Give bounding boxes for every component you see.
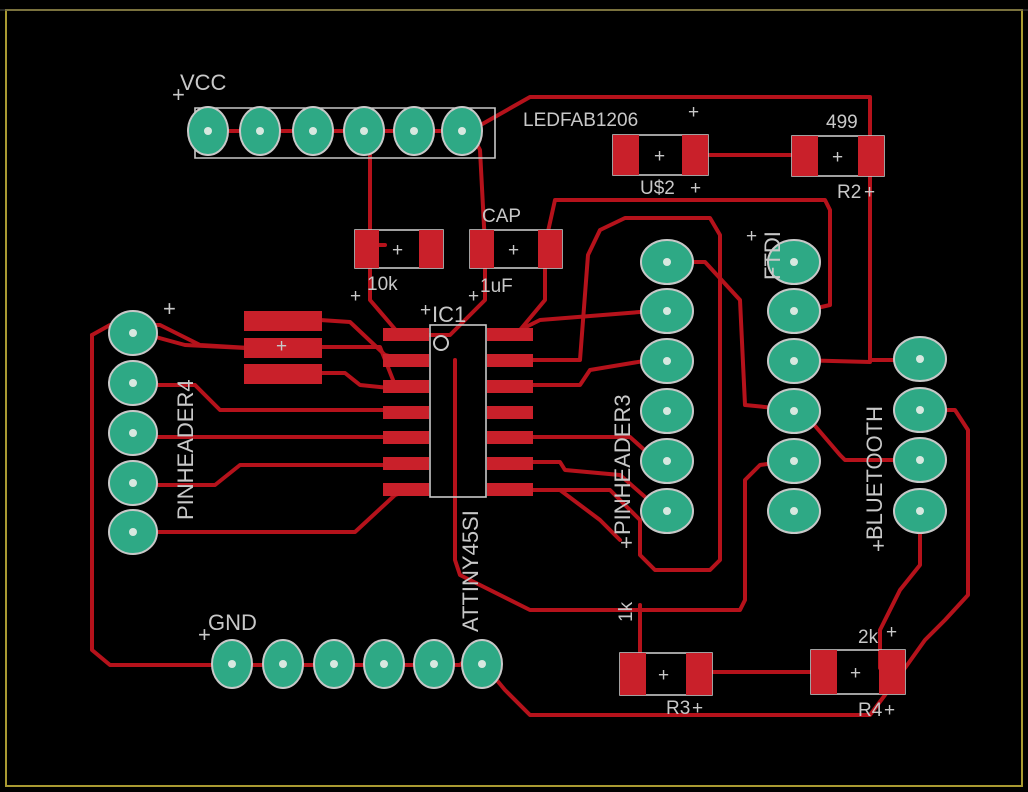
ftdi-label: FTDI <box>760 231 785 280</box>
pad-hole <box>663 407 671 415</box>
bluetooth-origin-cross: + <box>872 533 885 558</box>
pad-hole <box>663 258 671 266</box>
r2-label: R2 <box>837 182 861 203</box>
ftdi-origin-cross: + <box>746 226 757 247</box>
resistor-r4[interactable]: + 2k + R4 + <box>810 622 906 721</box>
pad-hole <box>663 507 671 515</box>
r4-value-cross: + <box>886 622 897 643</box>
bluetooth-label: BLUETOOTH <box>862 406 887 540</box>
led-fab1206[interactable]: + LEDFAB1206 + U$2 + <box>523 102 709 199</box>
vcc-header[interactable]: VCC + <box>172 70 496 159</box>
pad-hole <box>916 406 924 414</box>
r4-cross: + <box>850 663 861 684</box>
cap-origin-cross: + <box>468 286 479 307</box>
pinheader3-origin-cross: + <box>620 530 633 555</box>
us2-cross: + <box>690 178 701 199</box>
pad-hole <box>790 258 798 266</box>
pad-hole <box>256 127 264 135</box>
pad-hole <box>129 429 137 437</box>
r2-cross: + <box>832 147 843 168</box>
pad-hole <box>663 307 671 315</box>
ftdi-header[interactable]: FTDI + <box>746 226 821 534</box>
pad-hole <box>129 479 137 487</box>
r2-value: 499 <box>826 112 858 133</box>
vcc-origin-cross: + <box>172 82 185 107</box>
gnd-header[interactable]: GND + <box>198 610 503 689</box>
pinheader4-label: PINHEADER4 <box>173 379 198 520</box>
r4-origin-cross: + <box>884 700 895 721</box>
pad-hole <box>663 457 671 465</box>
left-smd-pads[interactable]: + <box>244 311 322 384</box>
ic1-attiny[interactable]: IC1 + ATTINY45SI <box>383 300 533 632</box>
pad-hole <box>204 127 212 135</box>
pad-hole <box>790 507 798 515</box>
r3-label: R3 <box>666 698 690 719</box>
gnd-origin-cross: + <box>198 622 211 647</box>
r3-cross: + <box>658 665 669 686</box>
pad-hole <box>790 357 798 365</box>
led-origin-cross: + <box>688 102 699 123</box>
bluetooth-header[interactable]: BLUETOOTH + <box>862 336 947 558</box>
capacitor-1uf[interactable]: + CAP 1uF + <box>468 206 563 307</box>
resistor-10k[interactable]: + 10k + <box>350 229 444 307</box>
ic1-origin-cross: + <box>420 300 431 321</box>
cap-label: CAP <box>482 206 521 227</box>
pad-hole <box>916 507 924 515</box>
pad-hole <box>458 127 466 135</box>
pad-hole <box>663 357 671 365</box>
pinheader3-label: PINHEADER3 <box>610 394 635 535</box>
left-smd-cross: + <box>276 336 287 357</box>
gnd-label: GND <box>208 610 257 635</box>
pad-hole <box>309 127 317 135</box>
res10k-origin-cross: + <box>350 286 361 307</box>
pad-hole <box>916 355 924 363</box>
pad-hole <box>790 307 798 315</box>
r4-value: 2k <box>858 627 879 648</box>
pad-hole <box>129 528 137 536</box>
pad-hole <box>410 127 418 135</box>
res10k-cross: + <box>392 240 403 261</box>
r3-origin-cross: + <box>692 698 703 719</box>
cap-cross: + <box>508 240 519 261</box>
attiny-label: ATTINY45SI <box>458 510 483 632</box>
pad-hole <box>790 407 798 415</box>
r2-origin-cross: + <box>864 182 875 203</box>
resistor-r3[interactable]: + 1k R3 + <box>616 601 713 719</box>
pad-hole <box>430 660 438 668</box>
ic1-label: IC1 <box>432 302 466 327</box>
pinheader3[interactable]: PINHEADER3 + <box>610 239 694 555</box>
pad-hole <box>228 660 236 668</box>
res10k-value: 10k <box>367 274 398 295</box>
cap-value: 1uF <box>480 276 513 297</box>
pad-hole <box>478 660 486 668</box>
r4-label: R4 <box>858 700 883 721</box>
pinheader4[interactable]: PINHEADER4 + <box>108 296 198 555</box>
led-cross: + <box>654 146 665 167</box>
resistor-r2[interactable]: + 499 R2 + <box>791 112 885 203</box>
pad-hole <box>916 456 924 464</box>
pad-hole <box>790 457 798 465</box>
vcc-label: VCC <box>180 70 227 95</box>
r3-value: 1k <box>616 601 637 622</box>
pad-hole <box>129 329 137 337</box>
pad-hole <box>360 127 368 135</box>
pad-hole <box>279 660 287 668</box>
us2-label: U$2 <box>640 178 675 199</box>
led-label: LEDFAB1206 <box>523 110 638 131</box>
pad-holes <box>129 127 924 668</box>
pad-hole <box>380 660 388 668</box>
pad-hole <box>129 379 137 387</box>
pad-hole <box>330 660 338 668</box>
pinheader4-origin-cross: + <box>163 296 176 321</box>
